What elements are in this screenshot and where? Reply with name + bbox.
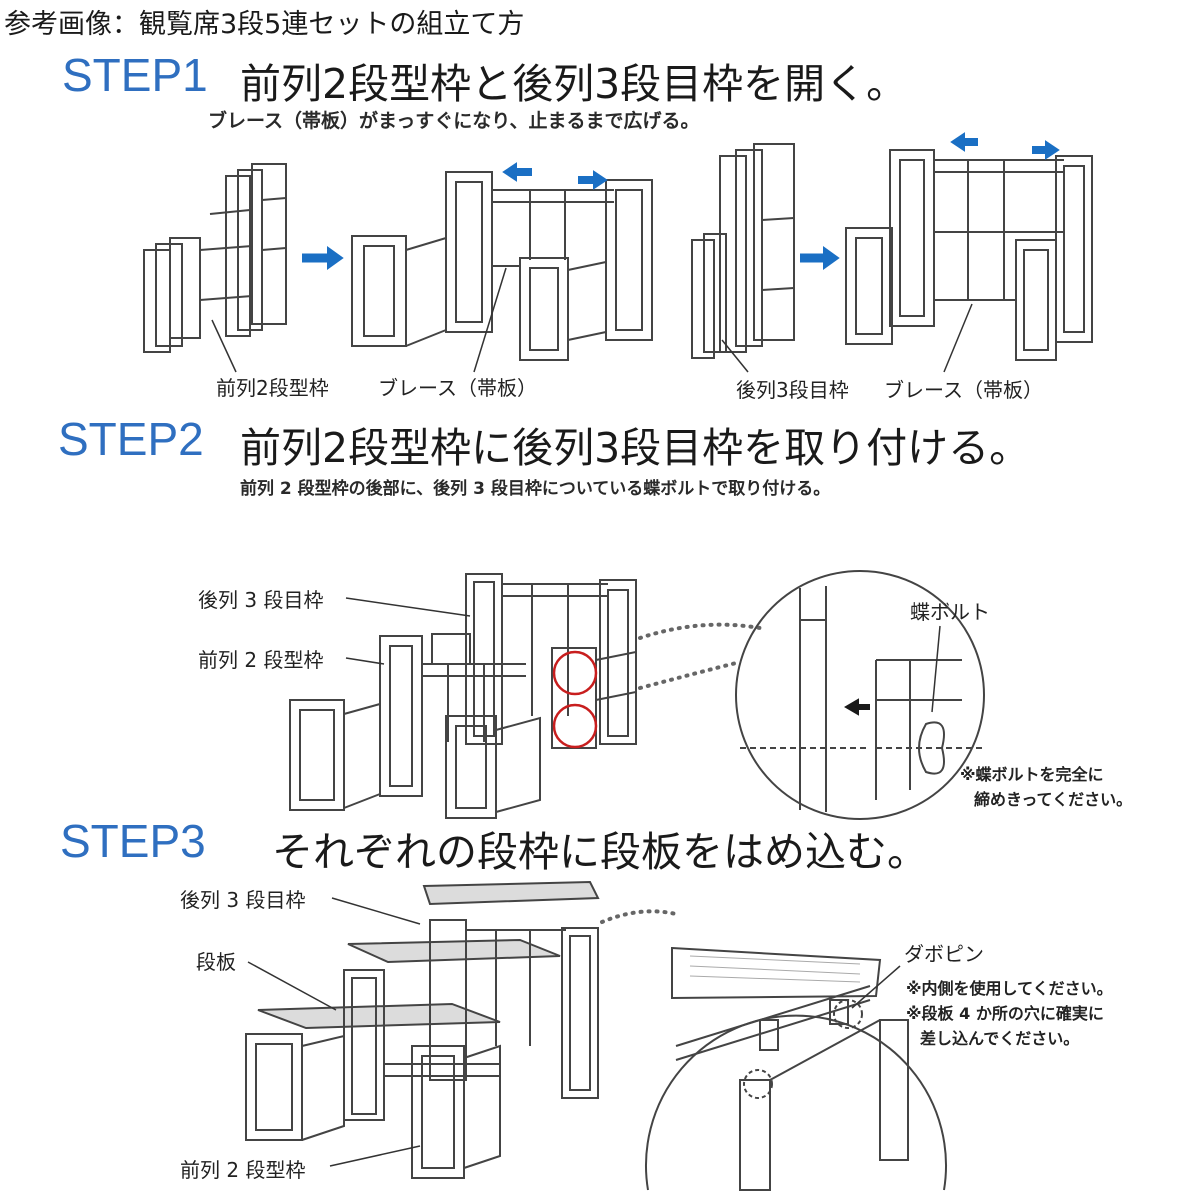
bolt-highlight-circle-lower xyxy=(552,703,598,749)
step1-caption-front-frame: 前列2段型枠 xyxy=(216,376,329,400)
step2-frame-drawing xyxy=(289,573,637,819)
step3-caption-step-board: 段板 xyxy=(196,950,236,974)
folded-front-frame-drawing xyxy=(143,163,287,353)
step1-title: 前列2段型枠と後列3段目枠を開く。 xyxy=(240,60,908,108)
step2-caption-wing-bolt: 蝶ボルト xyxy=(910,600,990,624)
step2-title: 前列2段型枠に後列3段目枠を取り付ける。 xyxy=(240,424,1031,472)
step1-label: STEP1 xyxy=(62,49,208,101)
step3-title: それぞれの段枠に段板をはめ込む。 xyxy=(272,828,928,876)
step3-caption-dowel-pin: ダボピン xyxy=(904,942,984,966)
step3-caption-front-frame: 前列 2 段型枠 xyxy=(180,1158,306,1182)
step3-label: STEP3 xyxy=(60,815,206,867)
folded-rear-frame-drawing xyxy=(691,143,795,359)
unfolded-front-frame-drawing xyxy=(351,171,653,361)
step2-note-line-1: ※蝶ボルトを完全に xyxy=(960,765,1104,784)
bolt-highlight-circle-upper xyxy=(552,650,598,696)
step2-caption-rear-frame: 後列 3 段目枠 xyxy=(198,588,324,612)
step2-note-line-2: 締めきってください。 xyxy=(974,790,1133,809)
step3-caption-rear-frame: 後列 3 段目枠 xyxy=(180,888,306,912)
step2-subtitle: 前列 2 段型枠の後部に、後列 3 段目枠についている蝶ボルトで取り付ける。 xyxy=(240,479,831,499)
step1-subtitle: ブレース（帯板）がまっすぐになり、止まるまで広げる。 xyxy=(208,110,700,132)
step2-note: ※蝶ボルトを完全に 締めきってください。 xyxy=(960,762,1180,812)
step3-frame-drawing xyxy=(245,880,600,1179)
step1-caption-brace-2: ブレース（帯板） xyxy=(884,378,1043,402)
step2-detail-circle xyxy=(735,570,985,820)
step2-label: STEP2 xyxy=(58,413,204,465)
step3-note-line-1: ※内側を使用してください。 xyxy=(906,979,1113,998)
step3-detail-circle xyxy=(645,946,947,1191)
reference-title: 参考画像：観覧席3段5連セットの組立て方 xyxy=(4,9,525,40)
unfolded-rear-frame-drawing xyxy=(845,149,1093,361)
step1-caption-brace-1: ブレース（帯板） xyxy=(378,376,537,400)
step1-caption-rear-frame: 後列3段目枠 xyxy=(736,378,849,402)
step3-note: ※内側を使用してください。 ※段板 4 か所の穴に確実に 差し込んでください。 xyxy=(906,976,1196,1051)
step3-note-line-2: ※段板 4 か所の穴に確実に xyxy=(906,1004,1104,1023)
step3-note-line-3: 差し込んでください。 xyxy=(920,1029,1080,1048)
step2-caption-front-frame: 前列 2 段型枠 xyxy=(198,648,324,672)
